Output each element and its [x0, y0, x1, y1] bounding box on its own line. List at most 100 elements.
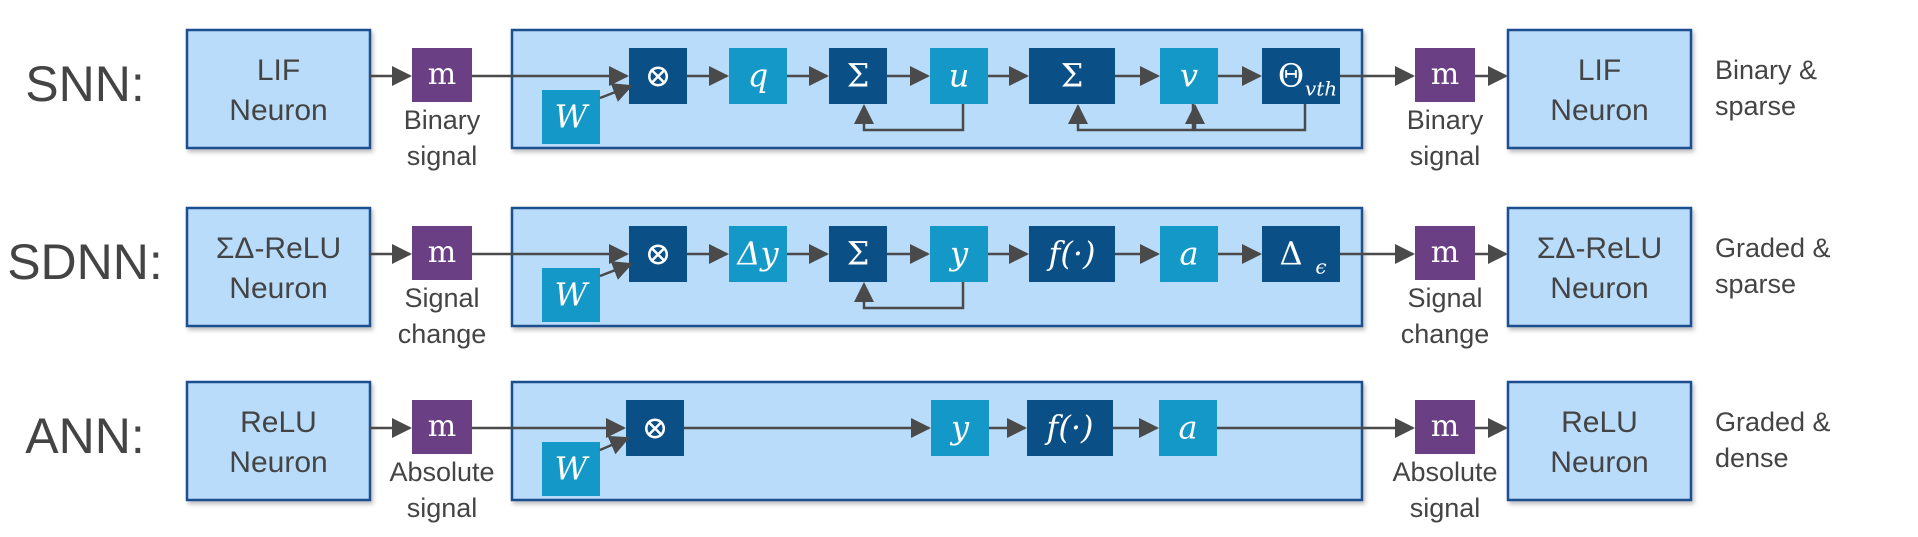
left-memory-symbol: m [428, 409, 456, 444]
operator-box [1159, 400, 1217, 456]
operator-symbol: y [948, 235, 969, 273]
right-neuron-box [1506, 206, 1693, 328]
row-label: ANN: [25, 408, 144, 464]
right-memory-symbol: m [1431, 409, 1459, 444]
right-signal-label: Binary [1407, 105, 1484, 135]
right-neuron-label: LIF [1578, 54, 1621, 87]
right-signal-label: signal [1410, 493, 1481, 523]
operator-box [629, 48, 687, 104]
arrow-feedback-loop [854, 104, 965, 132]
sparsity-note: sparse [1715, 91, 1796, 121]
left-memory-symbol: m [428, 57, 456, 92]
operator-symbol: ⊗ [645, 235, 672, 273]
right-signal-label: signal [1410, 141, 1481, 171]
left-neuron-label: ReLU [240, 406, 317, 439]
right-signal-label: change [1401, 319, 1490, 349]
operator-symbol: f(·) [1045, 409, 1094, 447]
left-signal-label: signal [407, 141, 478, 171]
arrow-weight-to-multiply [599, 435, 630, 455]
operator-symbol: Δ [1279, 235, 1302, 273]
operator-symbol: ⊗ [642, 409, 669, 447]
operator-symbol: Θ [1278, 57, 1304, 95]
right-neuron-label: Neuron [1550, 94, 1648, 127]
right-neuron-label: ReLU [1561, 406, 1638, 439]
arrow-weight-to-multiply [599, 261, 633, 280]
weight-box [542, 268, 600, 322]
arrow-feedback-loop [854, 282, 965, 310]
left-neuron-label: LIF [257, 54, 300, 87]
operator-symbol: u [949, 57, 970, 95]
sparsity-note: dense [1715, 443, 1789, 473]
left-memory-box [412, 48, 472, 102]
sparsity-note: Graded & [1715, 407, 1831, 437]
left-neuron-label: Neuron [229, 272, 327, 305]
weight-symbol: W [555, 98, 591, 136]
operator-symbol: Δy [735, 235, 779, 273]
operator-symbol: a [1178, 409, 1197, 447]
left-neuron-label: ΣΔ-ReLU [216, 232, 341, 265]
left-memory-box [412, 400, 472, 454]
left-memory-symbol: m [428, 235, 456, 270]
operator-box [729, 48, 787, 104]
operator-symbol: f(·) [1047, 235, 1096, 273]
operator-box [626, 400, 684, 456]
left-signal-label: Absolute [389, 457, 494, 487]
row-label: SDNN: [7, 234, 163, 290]
left-neuron-box [185, 380, 372, 502]
operator-symbol: Σ [847, 57, 870, 95]
weight-box [542, 442, 600, 496]
operator-symbol: Σ [1061, 57, 1084, 95]
operator-box [931, 400, 989, 456]
right-memory-box [1415, 226, 1475, 280]
operator-box [1262, 226, 1340, 282]
right-memory-symbol: m [1431, 57, 1459, 92]
operator-box [930, 48, 988, 104]
arrow-feedback-loop [1185, 104, 1307, 132]
operator-box [1029, 226, 1115, 282]
left-memory-box [412, 226, 472, 280]
right-neuron-box [1506, 380, 1693, 502]
left-signal-label: Signal [404, 283, 479, 313]
operator-subscript: ϵ [1315, 255, 1326, 279]
operator-box [930, 226, 988, 282]
arrow-weight-to-multiply [599, 83, 633, 102]
right-signal-label: Absolute [1392, 457, 1497, 487]
operator-box [729, 226, 787, 282]
left-signal-label: Binary [404, 105, 481, 135]
right-signal-label: Signal [1407, 283, 1482, 313]
right-neuron-label: Neuron [1550, 446, 1648, 479]
right-neuron-label: ΣΔ-ReLU [1537, 232, 1662, 265]
row-label: SNN: [25, 56, 144, 112]
left-neuron-box [185, 206, 372, 328]
operator-box [829, 48, 887, 104]
right-memory-symbol: m [1431, 235, 1459, 270]
weight-symbol: W [555, 276, 591, 314]
right-neuron-box [1506, 28, 1693, 150]
sparsity-note: sparse [1715, 269, 1796, 299]
right-neuron-label: Neuron [1550, 272, 1648, 305]
left-signal-label: change [398, 319, 487, 349]
operator-symbol: v [1180, 57, 1198, 95]
operator-box [1160, 48, 1218, 104]
sparsity-note: Binary & [1715, 55, 1817, 85]
operator-box [629, 226, 687, 282]
right-memory-box [1415, 400, 1475, 454]
operator-box [1262, 48, 1340, 104]
sparsity-note: Graded & [1715, 233, 1831, 263]
left-neuron-label: Neuron [229, 446, 327, 479]
operator-symbol: ⊗ [645, 57, 672, 95]
left-neuron-box [185, 28, 372, 150]
left-neuron-label: Neuron [229, 94, 327, 127]
left-signal-label: signal [407, 493, 478, 523]
operator-subscript: vth [1305, 77, 1337, 101]
operator-symbol: a [1179, 235, 1198, 273]
weight-symbol: W [555, 450, 591, 488]
row-snn: SNN:LIFNeuronLIFNeuronmBinarysignalmBina… [25, 28, 1817, 171]
operator-symbol: q [748, 57, 768, 95]
operator-box [1160, 226, 1218, 282]
operator-box [1027, 400, 1113, 456]
